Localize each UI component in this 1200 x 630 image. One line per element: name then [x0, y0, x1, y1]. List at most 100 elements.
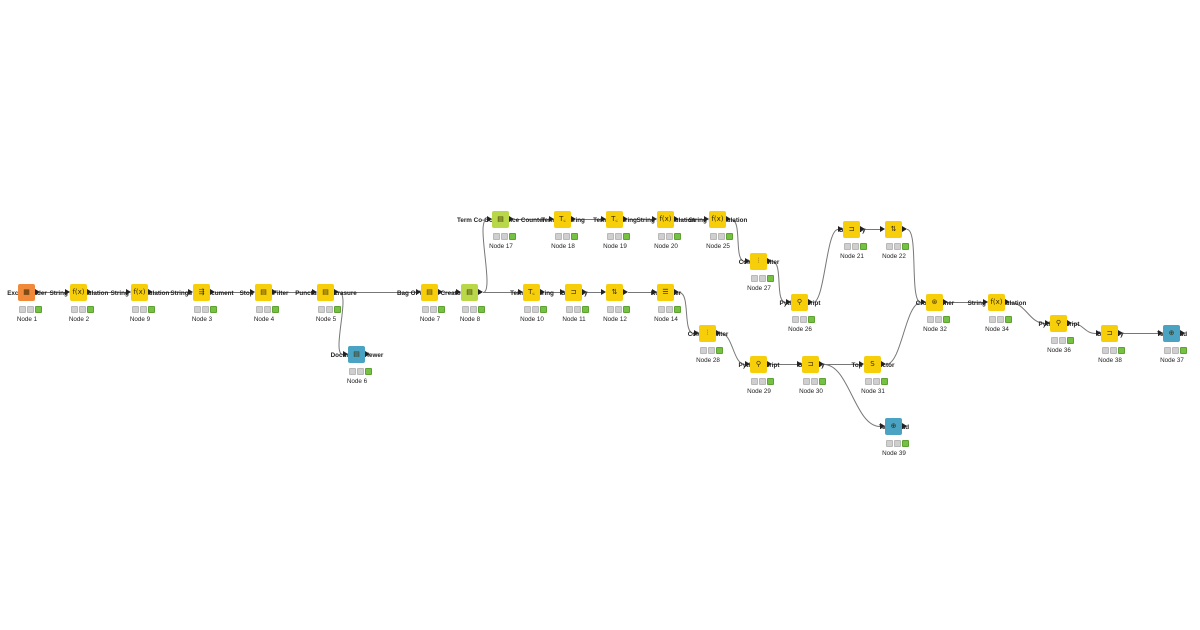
output-port[interactable] [902, 423, 907, 429]
node-body[interactable]: ⚲ [1050, 315, 1067, 332]
node-body[interactable]: ⇶ [193, 284, 210, 301]
workflow-node-n27[interactable]: Column Filter⫶Node 27 [714, 239, 804, 309]
node-body[interactable]: ⇅ [606, 284, 623, 301]
input-port[interactable] [921, 299, 926, 305]
output-port[interactable] [334, 289, 339, 295]
input-port[interactable] [601, 216, 606, 222]
node-body[interactable]: f(x) [131, 284, 148, 301]
input-port[interactable] [652, 289, 657, 295]
workflow-node-n11[interactable]: GroupBy⊐Node 11 [529, 270, 619, 340]
output-port[interactable] [767, 258, 772, 264]
output-port[interactable] [767, 361, 772, 367]
input-port[interactable] [745, 258, 750, 264]
node-body[interactable]: f(x) [988, 294, 1005, 311]
workflow-node-n6[interactable]: Document Viewer▤Node 6 [312, 332, 402, 402]
node-body[interactable]: ⇅ [885, 221, 902, 238]
node-body[interactable]: ⊐ [1101, 325, 1118, 342]
output-port[interactable] [540, 289, 545, 295]
input-port[interactable] [312, 289, 317, 295]
input-port[interactable] [560, 289, 565, 295]
input-port[interactable] [880, 423, 885, 429]
output-port[interactable] [1067, 320, 1072, 326]
workflow-node-n14[interactable]: Row Filter☰Node 14 [621, 270, 711, 340]
output-port[interactable] [860, 226, 865, 232]
output-port[interactable] [674, 289, 679, 295]
input-port[interactable] [704, 216, 709, 222]
output-port[interactable] [943, 299, 948, 305]
output-port[interactable] [35, 289, 40, 295]
input-port[interactable] [1045, 320, 1050, 326]
workflow-node-n21[interactable]: GroupBy⊐Node 21 [807, 207, 897, 277]
output-port[interactable] [509, 216, 514, 222]
output-port[interactable] [87, 289, 92, 295]
output-port[interactable] [148, 289, 153, 295]
node-body[interactable]: ▤ [348, 346, 365, 363]
output-port[interactable] [716, 330, 721, 336]
output-port[interactable] [623, 289, 628, 295]
output-port[interactable] [819, 361, 824, 367]
input-port[interactable] [487, 216, 492, 222]
input-port[interactable] [838, 226, 843, 232]
workflow-node-n4[interactable]: Stop Word Filter▤Node 4 [219, 270, 309, 340]
node-body[interactable]: ⊕ [1163, 325, 1180, 342]
input-port[interactable] [65, 289, 70, 295]
workflow-node-n36[interactable]: Python Script⚲Node 36 [1014, 301, 1104, 371]
workflow-node-n29[interactable]: Python Script⚲Node 29 [714, 342, 804, 412]
workflow-node-n3[interactable]: Strings To Document⇶Node 3 [157, 270, 247, 340]
node-body[interactable]: ▤ [461, 284, 478, 301]
output-port[interactable] [674, 216, 679, 222]
output-port[interactable] [623, 216, 628, 222]
output-port[interactable] [210, 289, 215, 295]
workflow-node-n37[interactable]: Tag Cloud⊕Node 37 [1127, 311, 1200, 381]
workflow-node-n8[interactable]: TF▤Node 8 [425, 270, 515, 340]
node-body[interactable]: ▤ [255, 284, 272, 301]
input-port[interactable] [601, 289, 606, 295]
workflow-node-n32[interactable]: Cross Joiner⊛Node 32 [890, 280, 980, 350]
output-port[interactable] [582, 289, 587, 295]
node-body[interactable]: ▤ [317, 284, 334, 301]
node-body[interactable]: ⊛ [926, 294, 943, 311]
input-port[interactable] [880, 226, 885, 232]
node-body[interactable]: ☰ [657, 284, 674, 301]
output-port[interactable] [1005, 299, 1010, 305]
workflow-node-n5[interactable]: Punctuation Erasure▤Node 5 [281, 270, 371, 340]
workflow-node-n1[interactable]: Excel Reader▦Node 1 [0, 270, 72, 340]
node-body[interactable]: ⊐ [802, 356, 819, 373]
input-port[interactable] [416, 289, 421, 295]
node-body[interactable]: f(x) [70, 284, 87, 301]
output-port[interactable] [438, 289, 443, 295]
input-port[interactable] [1096, 330, 1101, 336]
input-port[interactable] [983, 299, 988, 305]
workflow-node-n38[interactable]: GroupBy⊐Node 38 [1065, 311, 1155, 381]
node-body[interactable]: ▦ [18, 284, 35, 301]
node-body[interactable]: ⊐ [565, 284, 582, 301]
node-body[interactable]: ▤ [421, 284, 438, 301]
node-body[interactable]: T꜀ [606, 211, 623, 228]
node-body[interactable]: ⚲ [750, 356, 767, 373]
input-port[interactable] [250, 289, 255, 295]
workflow-node-n22[interactable]: Sorter⇅Node 22 [849, 207, 939, 277]
workflow-node-n39[interactable]: Tag Cloud⊕Node 39 [849, 404, 939, 474]
output-port[interactable] [1118, 330, 1123, 336]
input-port[interactable] [518, 289, 523, 295]
node-body[interactable]: T꜀ [523, 284, 540, 301]
node-body[interactable]: T꜀ [554, 211, 571, 228]
node-body[interactable]: S [864, 356, 881, 373]
input-port[interactable] [745, 361, 750, 367]
input-port[interactable] [456, 289, 461, 295]
input-port[interactable] [694, 330, 699, 336]
node-body[interactable]: ⫶ [699, 325, 716, 342]
input-port[interactable] [859, 361, 864, 367]
workflow-node-n7[interactable]: Bag Of Words Creator▤Node 7 [385, 270, 475, 340]
input-port[interactable] [126, 289, 131, 295]
node-body[interactable]: ⊐ [843, 221, 860, 238]
input-port[interactable] [343, 351, 348, 357]
